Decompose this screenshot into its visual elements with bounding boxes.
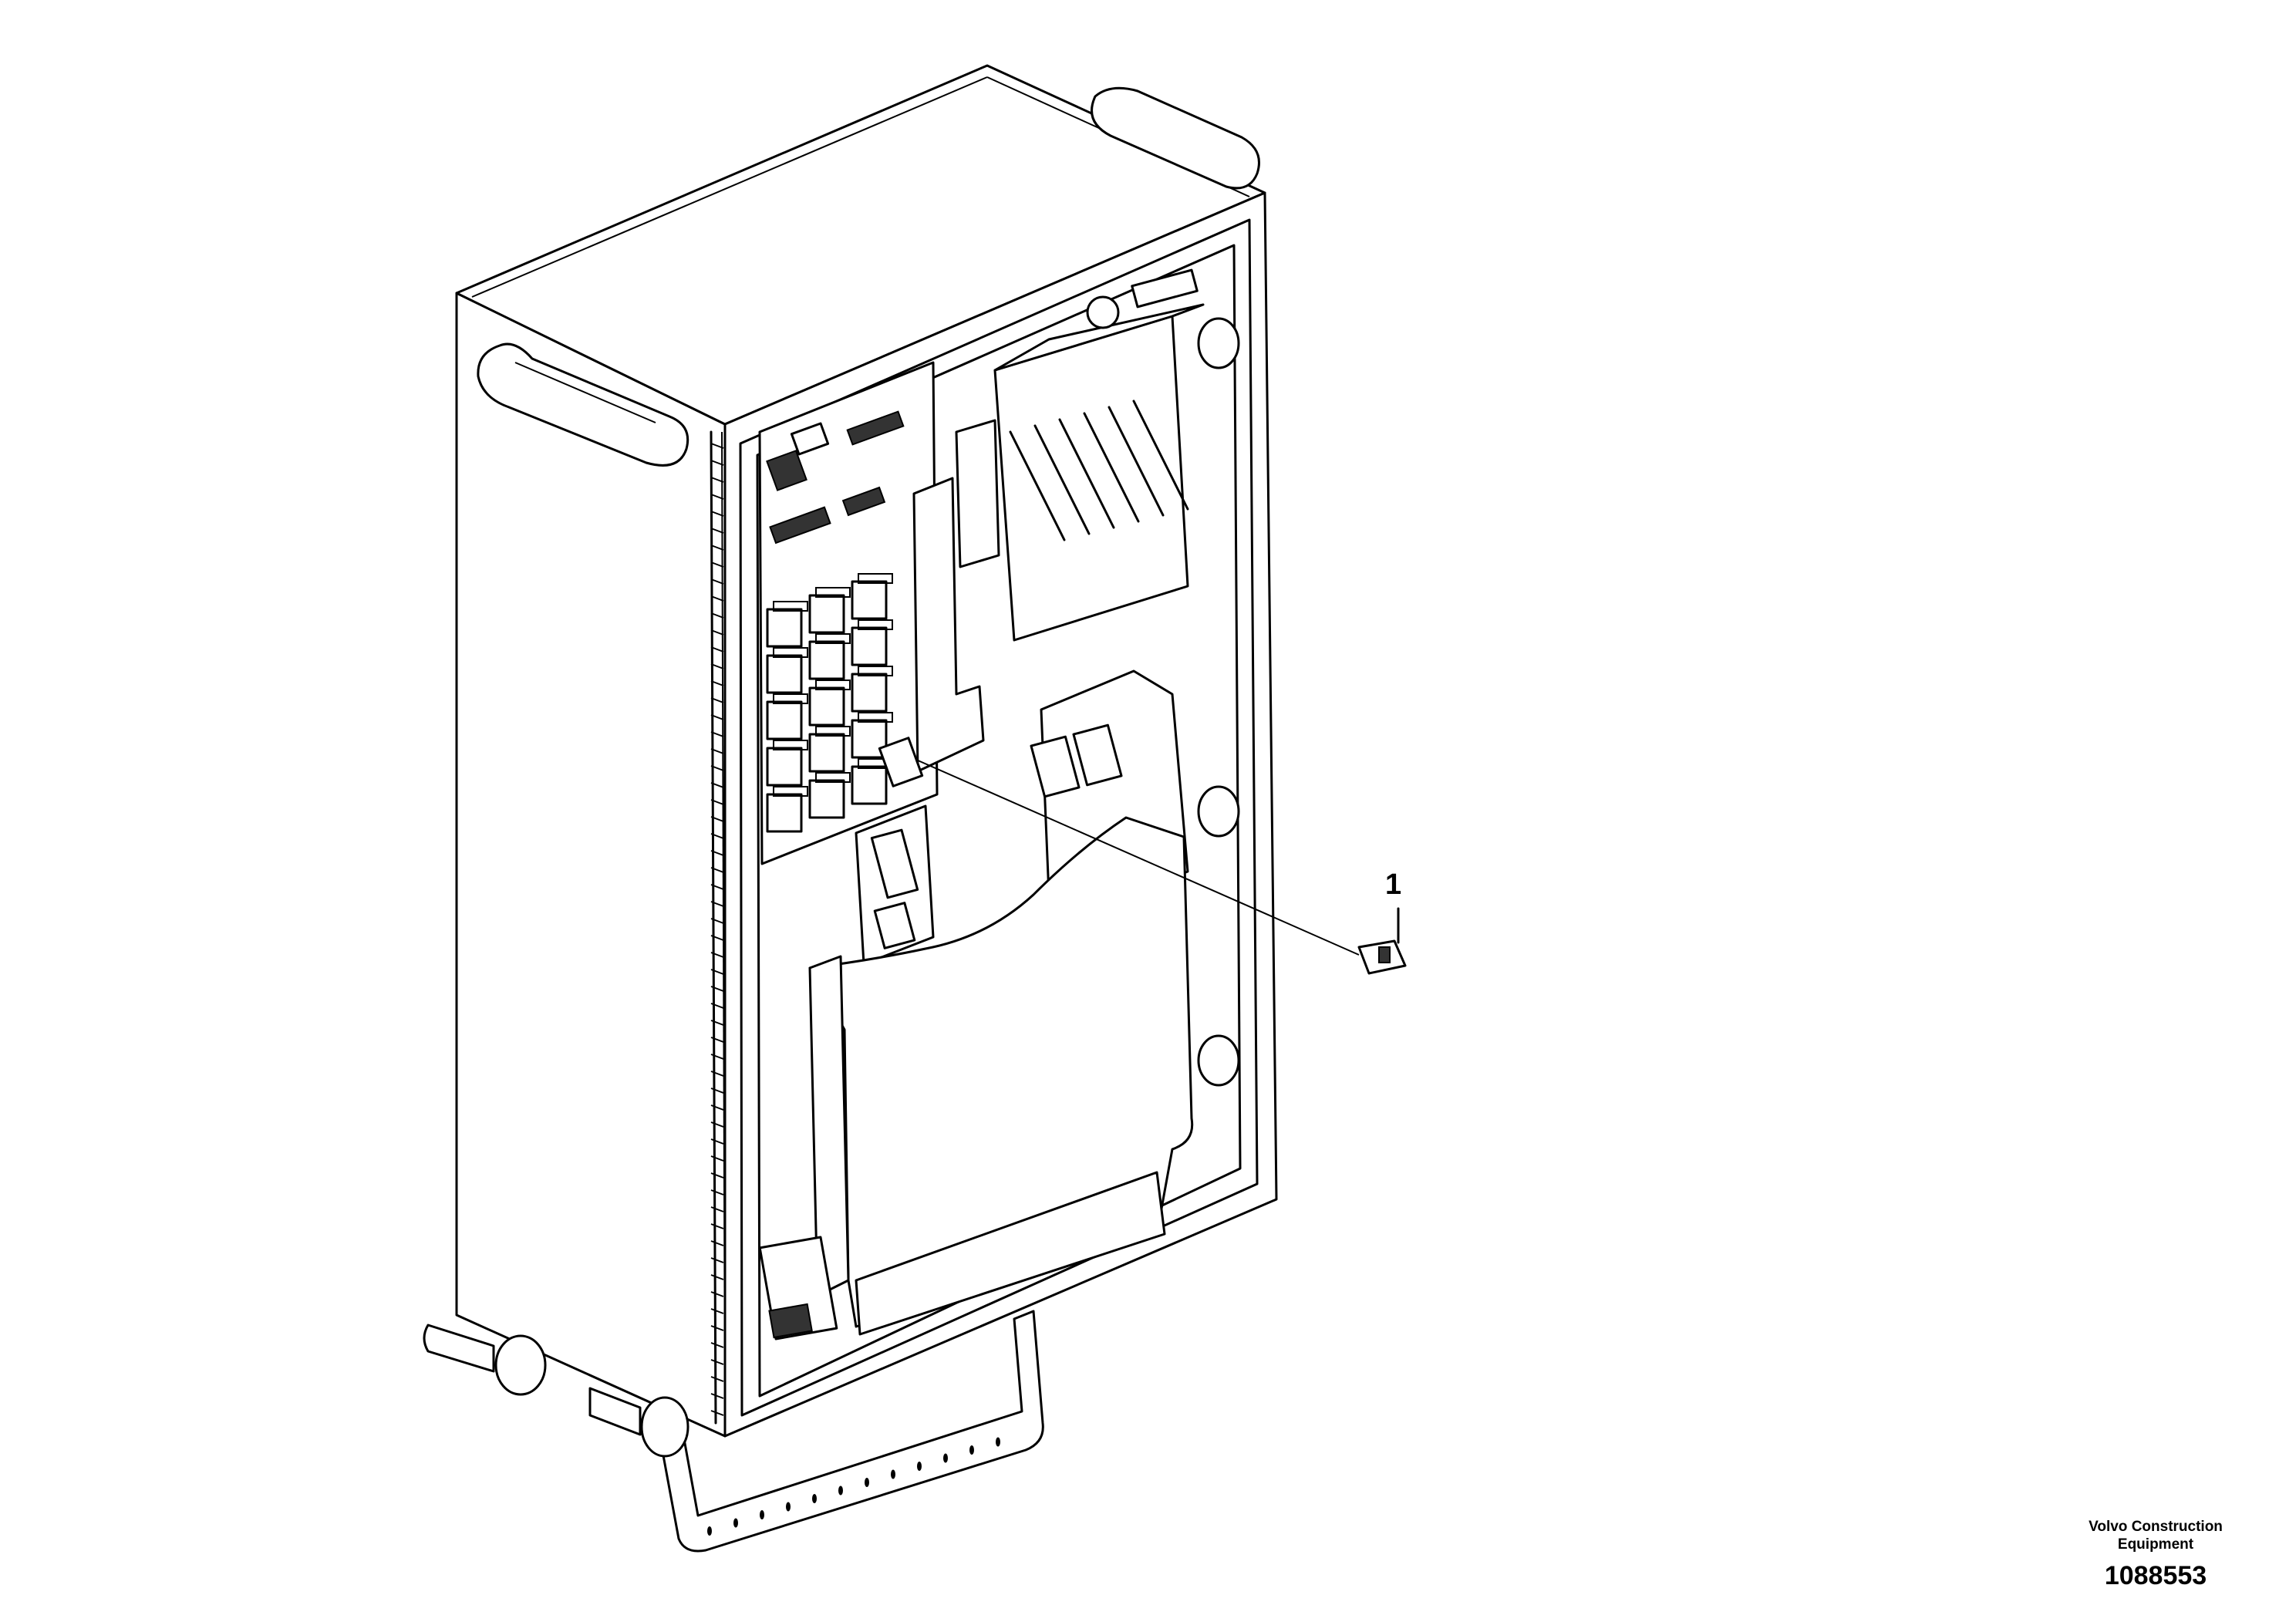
brand-name-line1: Volvo Construction: [2089, 1519, 2223, 1535]
latch-pins: [423, 1324, 689, 1458]
footer-block: Volvo Construction Equipment 1088553: [2055, 1518, 2256, 1591]
part-1-connector: [878, 737, 1407, 975]
callout-1-label: 1: [1385, 868, 1402, 901]
door-hinge-strip: [710, 430, 726, 1425]
brand-name-line2: Equipment: [2117, 1536, 2194, 1553]
lower-connector-block: [855, 804, 935, 966]
bottom-terminal-block: [758, 1236, 838, 1340]
top-handle: [1091, 86, 1260, 190]
relay-board: [758, 361, 939, 865]
bottom-handle: [658, 1310, 1044, 1553]
drawing-number: 1088553: [2104, 1561, 2207, 1590]
cover-plate: [808, 816, 1194, 1336]
left-handle: [477, 342, 689, 467]
ecu-module: [993, 268, 1240, 1087]
